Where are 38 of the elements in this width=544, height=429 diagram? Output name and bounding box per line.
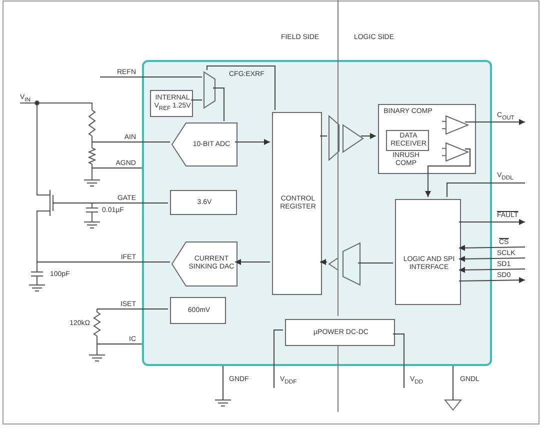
reference-block bbox=[150, 90, 193, 117]
buffer-symbol bbox=[343, 125, 363, 152]
connector-line bbox=[100, 76, 202, 78]
connector-line bbox=[360, 133, 376, 139]
buffer-symbol bbox=[329, 258, 338, 270]
interface-block bbox=[395, 199, 461, 305]
connector-line bbox=[464, 119, 526, 125]
converter-block bbox=[285, 319, 395, 346]
connector-line bbox=[358, 262, 394, 264]
connector-line bbox=[458, 277, 526, 284]
reference-block bbox=[170, 297, 226, 324]
connector-line bbox=[320, 259, 328, 265]
connector-line bbox=[222, 366, 224, 400]
connector-line bbox=[446, 182, 526, 198]
connector-line bbox=[234, 139, 270, 145]
connector-line bbox=[392, 334, 404, 388]
connector-line bbox=[234, 259, 270, 265]
register-block bbox=[272, 112, 322, 295]
comparator-block bbox=[378, 104, 476, 174]
adc-block bbox=[172, 123, 237, 166]
connector-line bbox=[274, 330, 284, 388]
connector-line bbox=[458, 266, 526, 273]
multiplexer-symbol bbox=[204, 72, 215, 108]
connector-line bbox=[212, 88, 224, 122]
connector-line bbox=[52, 202, 168, 204]
receiver-block bbox=[386, 130, 429, 151]
chip-outline bbox=[142, 60, 492, 366]
dac-block bbox=[172, 242, 237, 286]
connector-line bbox=[458, 256, 526, 262]
connector-line bbox=[458, 219, 526, 225]
connector-line bbox=[452, 366, 454, 400]
isolator-symbol bbox=[343, 243, 360, 285]
regulator-block bbox=[170, 190, 237, 215]
connector-line bbox=[96, 308, 168, 310]
connector-line bbox=[458, 244, 526, 251]
connector-line bbox=[206, 66, 276, 110]
isolator-symbol bbox=[329, 116, 339, 160]
ground-symbol bbox=[445, 400, 461, 410]
